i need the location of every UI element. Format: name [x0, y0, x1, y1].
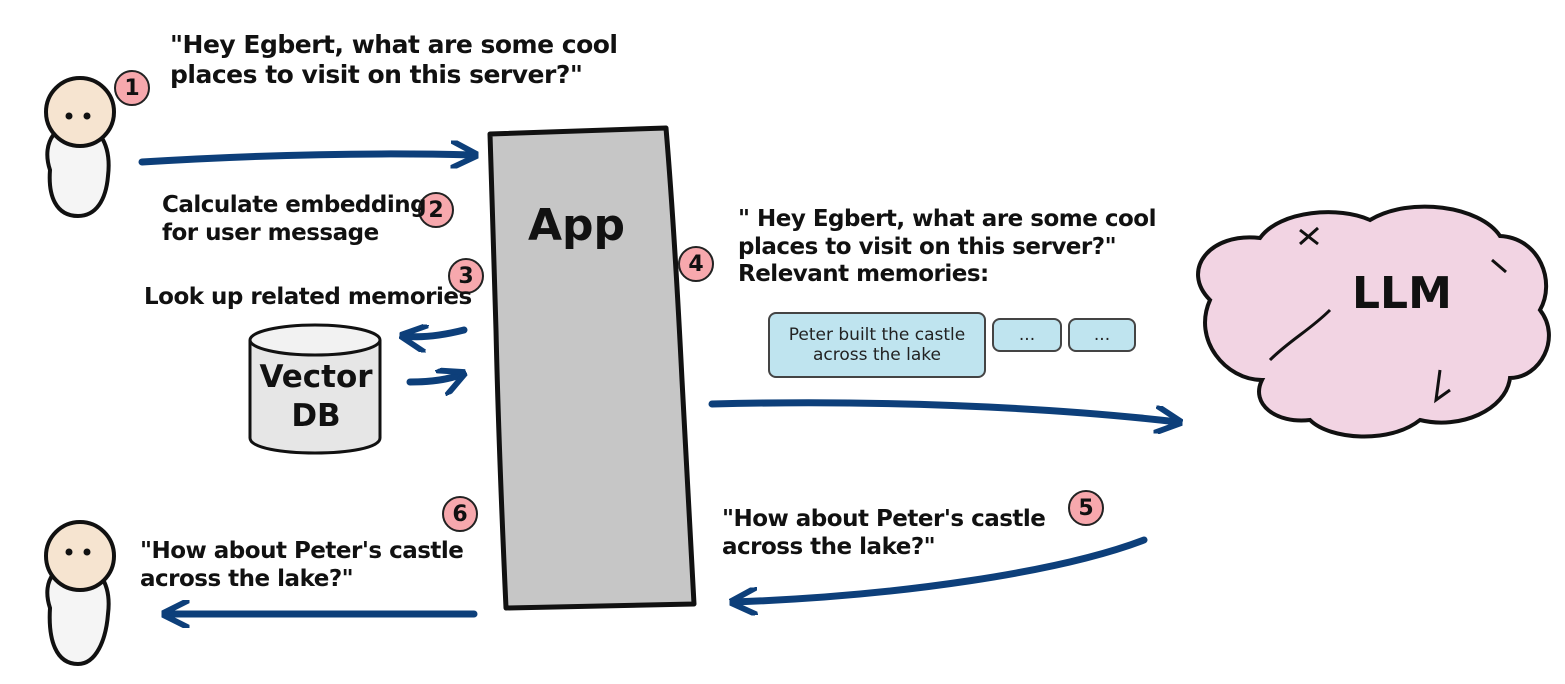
llm-prompt-line-1: " Hey Egbert, what are some cool: [738, 206, 1156, 232]
arrow-user-to-app: [138, 154, 474, 162]
llm-response: "How about Peter's castle across the lak…: [722, 506, 1046, 561]
brain-icon: [1196, 204, 1551, 439]
vector-db-line-1: Vector: [259, 359, 373, 395]
step-6-badge: 6: [442, 496, 478, 532]
user-icon-bottom: [44, 520, 116, 667]
app-label: App: [528, 200, 626, 251]
step-2-text: Calculate embedding for user message: [162, 192, 427, 247]
user-question-line-2: places to visit on this server?": [170, 60, 583, 89]
llm-prompt: " Hey Egbert, what are some cool places …: [738, 206, 1156, 289]
step-2-line-2: for user message: [162, 219, 379, 246]
database-icon: [248, 323, 382, 455]
llm-response-line-2: across the lake?": [722, 533, 936, 560]
step-2-badge: 2: [418, 192, 454, 228]
user-question-line-1: "Hey Egbert, what are some cool: [170, 30, 618, 59]
llm-label: LLM: [1352, 268, 1452, 319]
user-response: "How about Peter's castle across the lak…: [140, 538, 464, 593]
user-response-line-2: across the lake?": [140, 565, 354, 592]
step-3-text: Look up related memories: [144, 284, 472, 310]
step-2-line-1: Calculate embedding: [162, 192, 427, 218]
memory-card: Peter built the castle across the lake: [768, 312, 986, 378]
arrow-llm-to-app: [734, 536, 1148, 602]
arrow-app-to-llm: [708, 399, 1178, 422]
app-box: [487, 125, 697, 611]
llm-prompt-line-3: Relevant memories:: [738, 261, 989, 288]
arrow-app-to-db: [404, 330, 468, 337]
vector-db-label: Vector DB: [252, 358, 380, 436]
vector-db-line-2: DB: [291, 397, 341, 434]
user-icon-top: [44, 76, 116, 219]
step-1-badge: 1: [114, 70, 150, 106]
llm-prompt-line-2: places to visit on this server?": [738, 233, 1117, 260]
llm-response-line-1: "How about Peter's castle: [722, 506, 1046, 532]
step-5-badge: 5: [1068, 490, 1104, 526]
user-question: "Hey Egbert, what are some cool places t…: [170, 30, 618, 90]
user-response-line-1: "How about Peter's castle: [140, 538, 464, 564]
step-4-badge: 4: [678, 246, 714, 282]
memory-card-ellipsis: ...: [1068, 318, 1136, 352]
memory-card-ellipsis: ...: [992, 318, 1062, 352]
arrow-db-to-app: [406, 374, 462, 382]
step-3-badge: 3: [448, 258, 484, 294]
